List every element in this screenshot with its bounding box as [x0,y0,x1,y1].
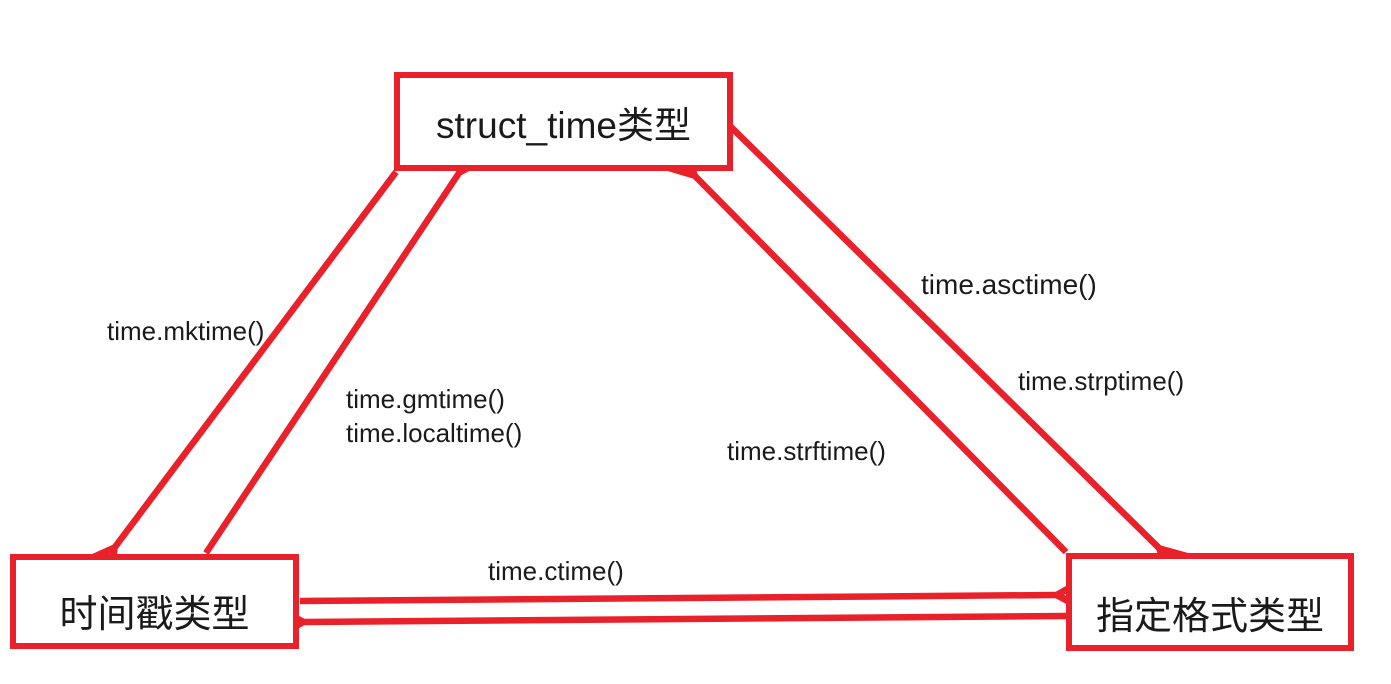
arrow-asctime [728,124,1196,584]
node-struct-time: struct_time类型 [394,72,733,171]
edge-label-strftime: time.strftime() [727,436,886,466]
edge-label-mktime: time.mktime() [107,316,265,346]
arrow-back [270,602,1067,642]
edge-label-asctime: time.asctime() [921,269,1097,300]
node-timestamp-label: 时间戳类型 [59,594,250,636]
arrow-gmtime [203,135,493,555]
edge-label-strptime: time.strptime() [1018,366,1185,396]
node-formatted-label: 指定格式类型 [1095,596,1324,638]
arrow-ctime [299,575,1090,615]
node-timestamp: 时间戳类型 [10,554,299,649]
edge-label-ctime: time.ctime() [488,556,624,586]
arrow-mktime [80,170,399,585]
edge-label-localtime: time.localtime() [346,418,523,448]
node-formatted: 指定格式类型 [1066,553,1354,651]
node-struct-time-label: struct_time类型 [436,104,691,146]
arrow-strptime [659,139,1069,555]
edge-label-gmtime: time.gmtime() [346,384,505,414]
